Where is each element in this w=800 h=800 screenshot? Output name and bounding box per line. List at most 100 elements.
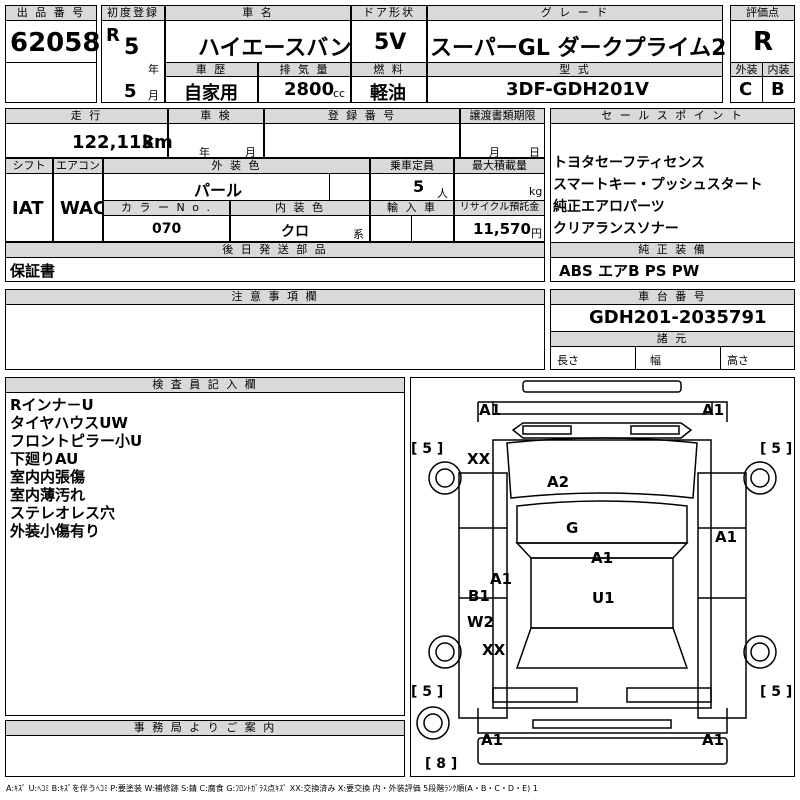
specs-header: 諸 元	[550, 331, 795, 347]
ac-cell: WAC	[53, 173, 106, 242]
max-load-header: 最大積載量	[454, 158, 545, 174]
tire-grade-rl: [ 5 ]	[411, 684, 444, 700]
int-color: クロ	[281, 224, 309, 240]
specs-width-cell: 幅	[635, 346, 721, 370]
damage-mark: B1	[468, 587, 490, 605]
recycle-cell: 11,570 円	[454, 215, 545, 242]
damage-mark: U1	[592, 589, 615, 607]
model-cell: 3DF-GDH201V	[427, 76, 723, 103]
inspection-month-unit: 月	[245, 146, 256, 159]
import-header: 輸 入 車	[370, 200, 454, 216]
inspector-note: 室内薄汚れ	[10, 486, 86, 504]
damage-mark: A1	[481, 731, 504, 749]
sales-point: トヨタセーフティセンス	[553, 155, 706, 171]
transfer-cell: 月 日	[460, 123, 545, 159]
inspector-box: Rインナ－U タイヤハウスUW フロントピラー小U 下廻りAU 室内内張傷 室内…	[5, 392, 405, 716]
sales-point: クリアランスソナー	[553, 221, 679, 237]
color-no: 070	[152, 221, 182, 237]
first-reg-header: 初度登録	[101, 5, 165, 21]
interior-header: 内装	[762, 62, 795, 77]
inspector-note: 外装小傷有り	[10, 522, 101, 540]
reg-no-header: 登 録 番 号	[264, 108, 460, 124]
grade-header: グ レ ー ド	[427, 5, 723, 21]
tire-grade-fl: [ 5 ]	[411, 441, 444, 457]
reg-no-cell	[264, 123, 460, 158]
listing-no: 62058	[10, 28, 101, 58]
damage-mark: A1	[702, 731, 725, 749]
specs-length: 長さ	[557, 354, 579, 367]
grade-cell: スーパーGL ダークプライム2	[427, 20, 726, 63]
inspector-note: タイヤハウスUW	[10, 414, 128, 432]
specs-length-cell: 長さ	[550, 346, 636, 370]
inspector-note: フロントピラー小U	[10, 432, 143, 450]
shift-cell: IAT	[5, 173, 53, 242]
first-reg-cell: R 5 年 5 月	[101, 20, 165, 103]
inspector-note: 室内内張傷	[10, 468, 86, 486]
specs-height: 高さ	[727, 354, 749, 367]
import-cell-left	[370, 215, 412, 242]
damage-mark: W2	[467, 613, 494, 631]
ac-header: エアコン	[53, 158, 103, 174]
ext-color-extra	[329, 173, 370, 201]
import-cell-right	[411, 215, 454, 242]
damage-mark: A1	[702, 401, 725, 419]
fuel: 軽油	[370, 83, 406, 104]
sales-points-box: トヨタセーフティセンス スマートキー・プッシュスタート 純正エアロパーツ クリア…	[550, 123, 795, 258]
car-diagram: A1 A1 XX A2 G A1 A1 A1 B1 U1 W2 XX A1 A1…	[410, 377, 795, 777]
tire-grade-spare: [ 8 ]	[425, 756, 458, 772]
damage-mark: A1	[715, 528, 738, 546]
sales-header: セ ー ル ス ポ イ ン ト	[550, 108, 795, 124]
equipment-header: 純 正 装 備	[550, 242, 795, 258]
shift: IAT	[12, 198, 44, 219]
ext-color-cell: パール	[103, 173, 330, 201]
interior-grade: B	[771, 79, 785, 100]
inspection-year-unit: 年	[199, 146, 210, 159]
inspector-note: 下廻りAU	[10, 450, 79, 468]
listing-no-blank	[5, 62, 97, 103]
inspector-note: ステレオレス穴	[10, 504, 116, 522]
history-header: 車 歴	[165, 62, 258, 77]
mileage-cell: 122,113 km	[5, 123, 173, 158]
exterior-header: 外装	[730, 62, 763, 77]
ext-color-header: 外 装 色	[103, 158, 370, 174]
equipment-cell: ABS エアB PS PW	[550, 257, 795, 282]
int-color-cell: クロ 系	[230, 215, 370, 242]
chassis-cell: GDH201-2035791	[550, 304, 795, 332]
sales-points-list: トヨタセーフティセンス スマートキー・プッシュスタート 純正エアロパーツ クリア…	[553, 152, 763, 240]
ext-color: パール	[194, 181, 243, 200]
displacement-header: 排 気 量	[258, 62, 351, 77]
color-no-header: カ ラ ー N o .	[103, 200, 230, 216]
mileage-header: 走 行	[5, 108, 168, 124]
reg-year: 5	[124, 35, 140, 60]
model: 3DF-GDH201V	[506, 79, 649, 100]
displacement-unit: cc	[333, 87, 346, 100]
shift-header: シフト	[5, 158, 53, 174]
caution-header: 注 意 事 項 欄	[5, 289, 545, 305]
capacity: 5	[413, 177, 425, 196]
door-header: ドア形状	[351, 5, 427, 21]
recycle-unit: 円	[531, 227, 542, 240]
tire-grade-rr: [ 5 ]	[760, 684, 793, 700]
car-name-header: 車 名	[165, 5, 351, 21]
int-color-header: 内 装 色	[230, 200, 370, 216]
recycle: 11,570	[473, 220, 531, 238]
caution-cell	[5, 304, 545, 370]
office-header: 事 務 局 よ り ご 案 内	[5, 720, 405, 736]
later-parts: 保証書	[10, 262, 56, 280]
mileage: 122,113	[72, 132, 154, 153]
chassis-no: GDH201-2035791	[589, 307, 767, 328]
sales-point: 純正エアロパーツ	[553, 199, 665, 215]
car-name-cell: ハイエースバン	[165, 20, 351, 63]
damage-mark: A2	[547, 473, 570, 491]
listing-no-header: 出 品 番 号	[5, 5, 97, 21]
month-unit: 月	[148, 89, 159, 102]
damage-mark: A1	[591, 549, 614, 567]
later-parts-cell: 保証書	[5, 257, 545, 282]
door-cell: 5V	[351, 20, 427, 63]
chassis-header: 車 台 番 号	[550, 289, 795, 305]
inspection-header: 車 検	[168, 108, 264, 124]
tire-grade-fr: [ 5 ]	[760, 441, 793, 457]
inspector-note: Rインナ－U	[10, 396, 94, 414]
recycle-header: リサイクル預託金	[454, 200, 545, 216]
era: R	[106, 25, 120, 46]
